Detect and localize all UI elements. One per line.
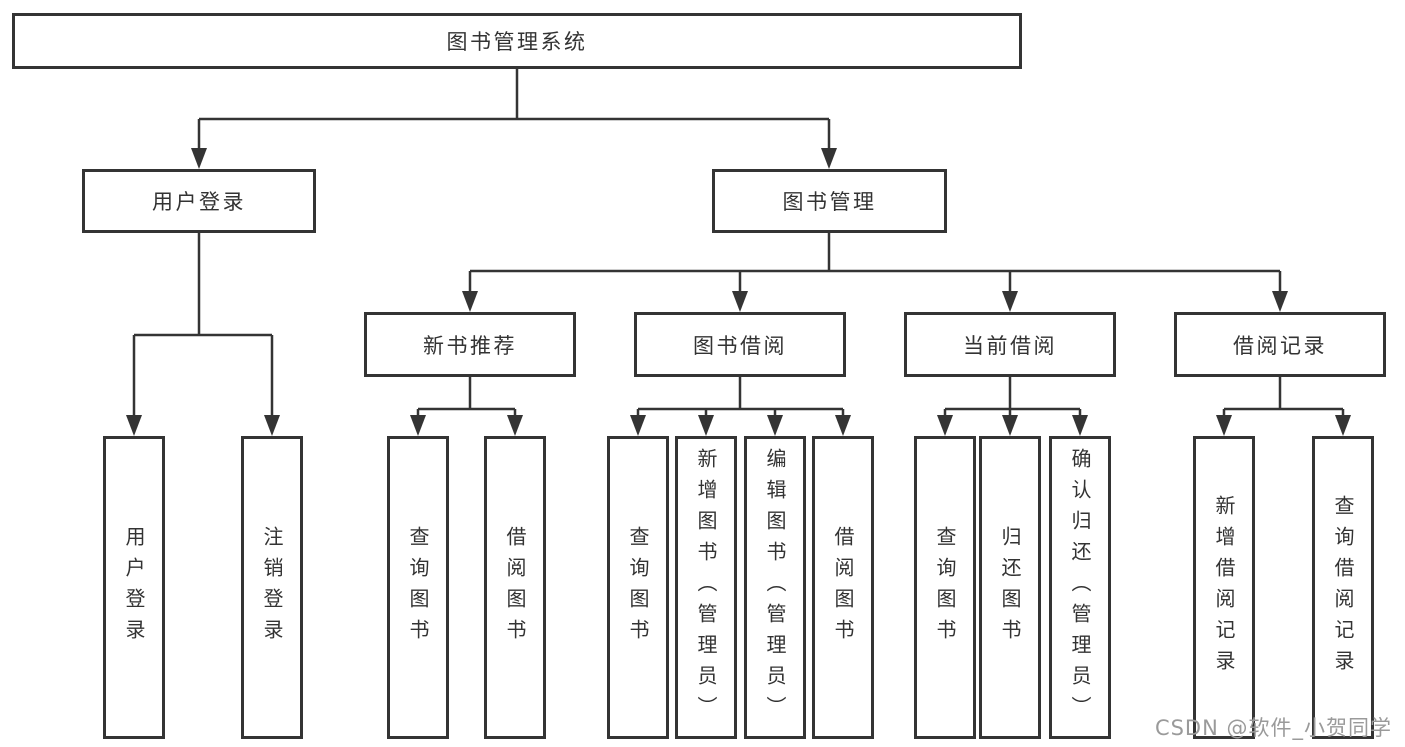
node-book-management: 图书管理	[712, 169, 947, 233]
leaf-user-login-label: 用户登录	[122, 525, 146, 650]
csdn-watermark: CSDN @软件_小贺同学	[1154, 716, 1392, 740]
leaf-records-query-record: 查询借阅记录	[1312, 436, 1374, 739]
leaf-newbook-borrow-books-label: 借阅图书	[503, 525, 527, 650]
leaf-records-add-record-label: 新增借阅记录	[1212, 494, 1236, 681]
node-root-label: 图书管理系统	[446, 30, 588, 54]
connector-userlogin-to-leaves	[126, 233, 280, 436]
node-borrow-records: 借阅记录	[1174, 312, 1386, 377]
connector-newbook-to-leaves	[410, 377, 523, 436]
leaf-current-confirm-return-admin: 确认归还（管理员）	[1049, 436, 1111, 739]
leaf-current-confirm-return-admin-label: 确认归还（管理员）	[1068, 448, 1092, 727]
connector-records-to-leaves	[1216, 377, 1351, 436]
leaf-current-return-books: 归还图书	[979, 436, 1041, 739]
node-book-borrowing-label: 图书借阅	[693, 333, 787, 358]
leaf-borrow-edit-books-admin: 编辑图书（管理员）	[744, 436, 806, 739]
leaf-records-query-record-label: 查询借阅记录	[1331, 494, 1355, 681]
node-user-login-label: 用户登录	[152, 190, 246, 214]
node-book-borrowing: 图书借阅	[634, 312, 846, 377]
connector-bookmgmt-to-level3	[462, 233, 1288, 312]
node-current-borrowing-label: 当前借阅	[963, 333, 1057, 358]
connector-borrow-to-leaves	[630, 377, 851, 436]
node-current-borrowing: 当前借阅	[904, 312, 1116, 377]
leaf-newbook-borrow-books: 借阅图书	[484, 436, 546, 739]
leaf-borrow-borrow-books: 借阅图书	[812, 436, 874, 739]
leaf-current-return-books-label: 归还图书	[998, 525, 1022, 650]
node-new-book-recommend-label: 新书推荐	[423, 333, 517, 358]
leaf-borrow-add-books-admin: 新增图书（管理员）	[675, 436, 737, 739]
node-new-book-recommend: 新书推荐	[364, 312, 576, 377]
leaf-user-login: 用户登录	[103, 436, 165, 739]
leaf-newbook-query-books-label: 查询图书	[406, 525, 430, 650]
node-borrow-records-label: 借阅记录	[1233, 333, 1327, 358]
leaf-logout: 注销登录	[241, 436, 303, 739]
leaf-current-query-books: 查询图书	[914, 436, 976, 739]
leaf-borrow-query-books-label: 查询图书	[626, 525, 650, 650]
leaf-current-query-books-label: 查询图书	[933, 525, 957, 650]
leaf-borrow-edit-books-admin-label: 编辑图书（管理员）	[763, 448, 787, 727]
node-user-login: 用户登录	[82, 169, 316, 233]
leaf-records-add-record: 新增借阅记录	[1193, 436, 1255, 739]
leaf-borrow-query-books: 查询图书	[607, 436, 669, 739]
node-root-system: 图书管理系统	[12, 13, 1022, 69]
node-book-management-label: 图书管理	[782, 190, 877, 214]
leaf-logout-label: 注销登录	[260, 525, 284, 650]
leaf-borrow-borrow-books-label: 借阅图书	[831, 525, 855, 650]
leaf-newbook-query-books: 查询图书	[387, 436, 449, 739]
connector-current-to-leaves	[937, 377, 1088, 436]
connector-root-to-level2	[191, 69, 837, 169]
leaf-borrow-add-books-admin-label: 新增图书（管理员）	[694, 448, 718, 727]
